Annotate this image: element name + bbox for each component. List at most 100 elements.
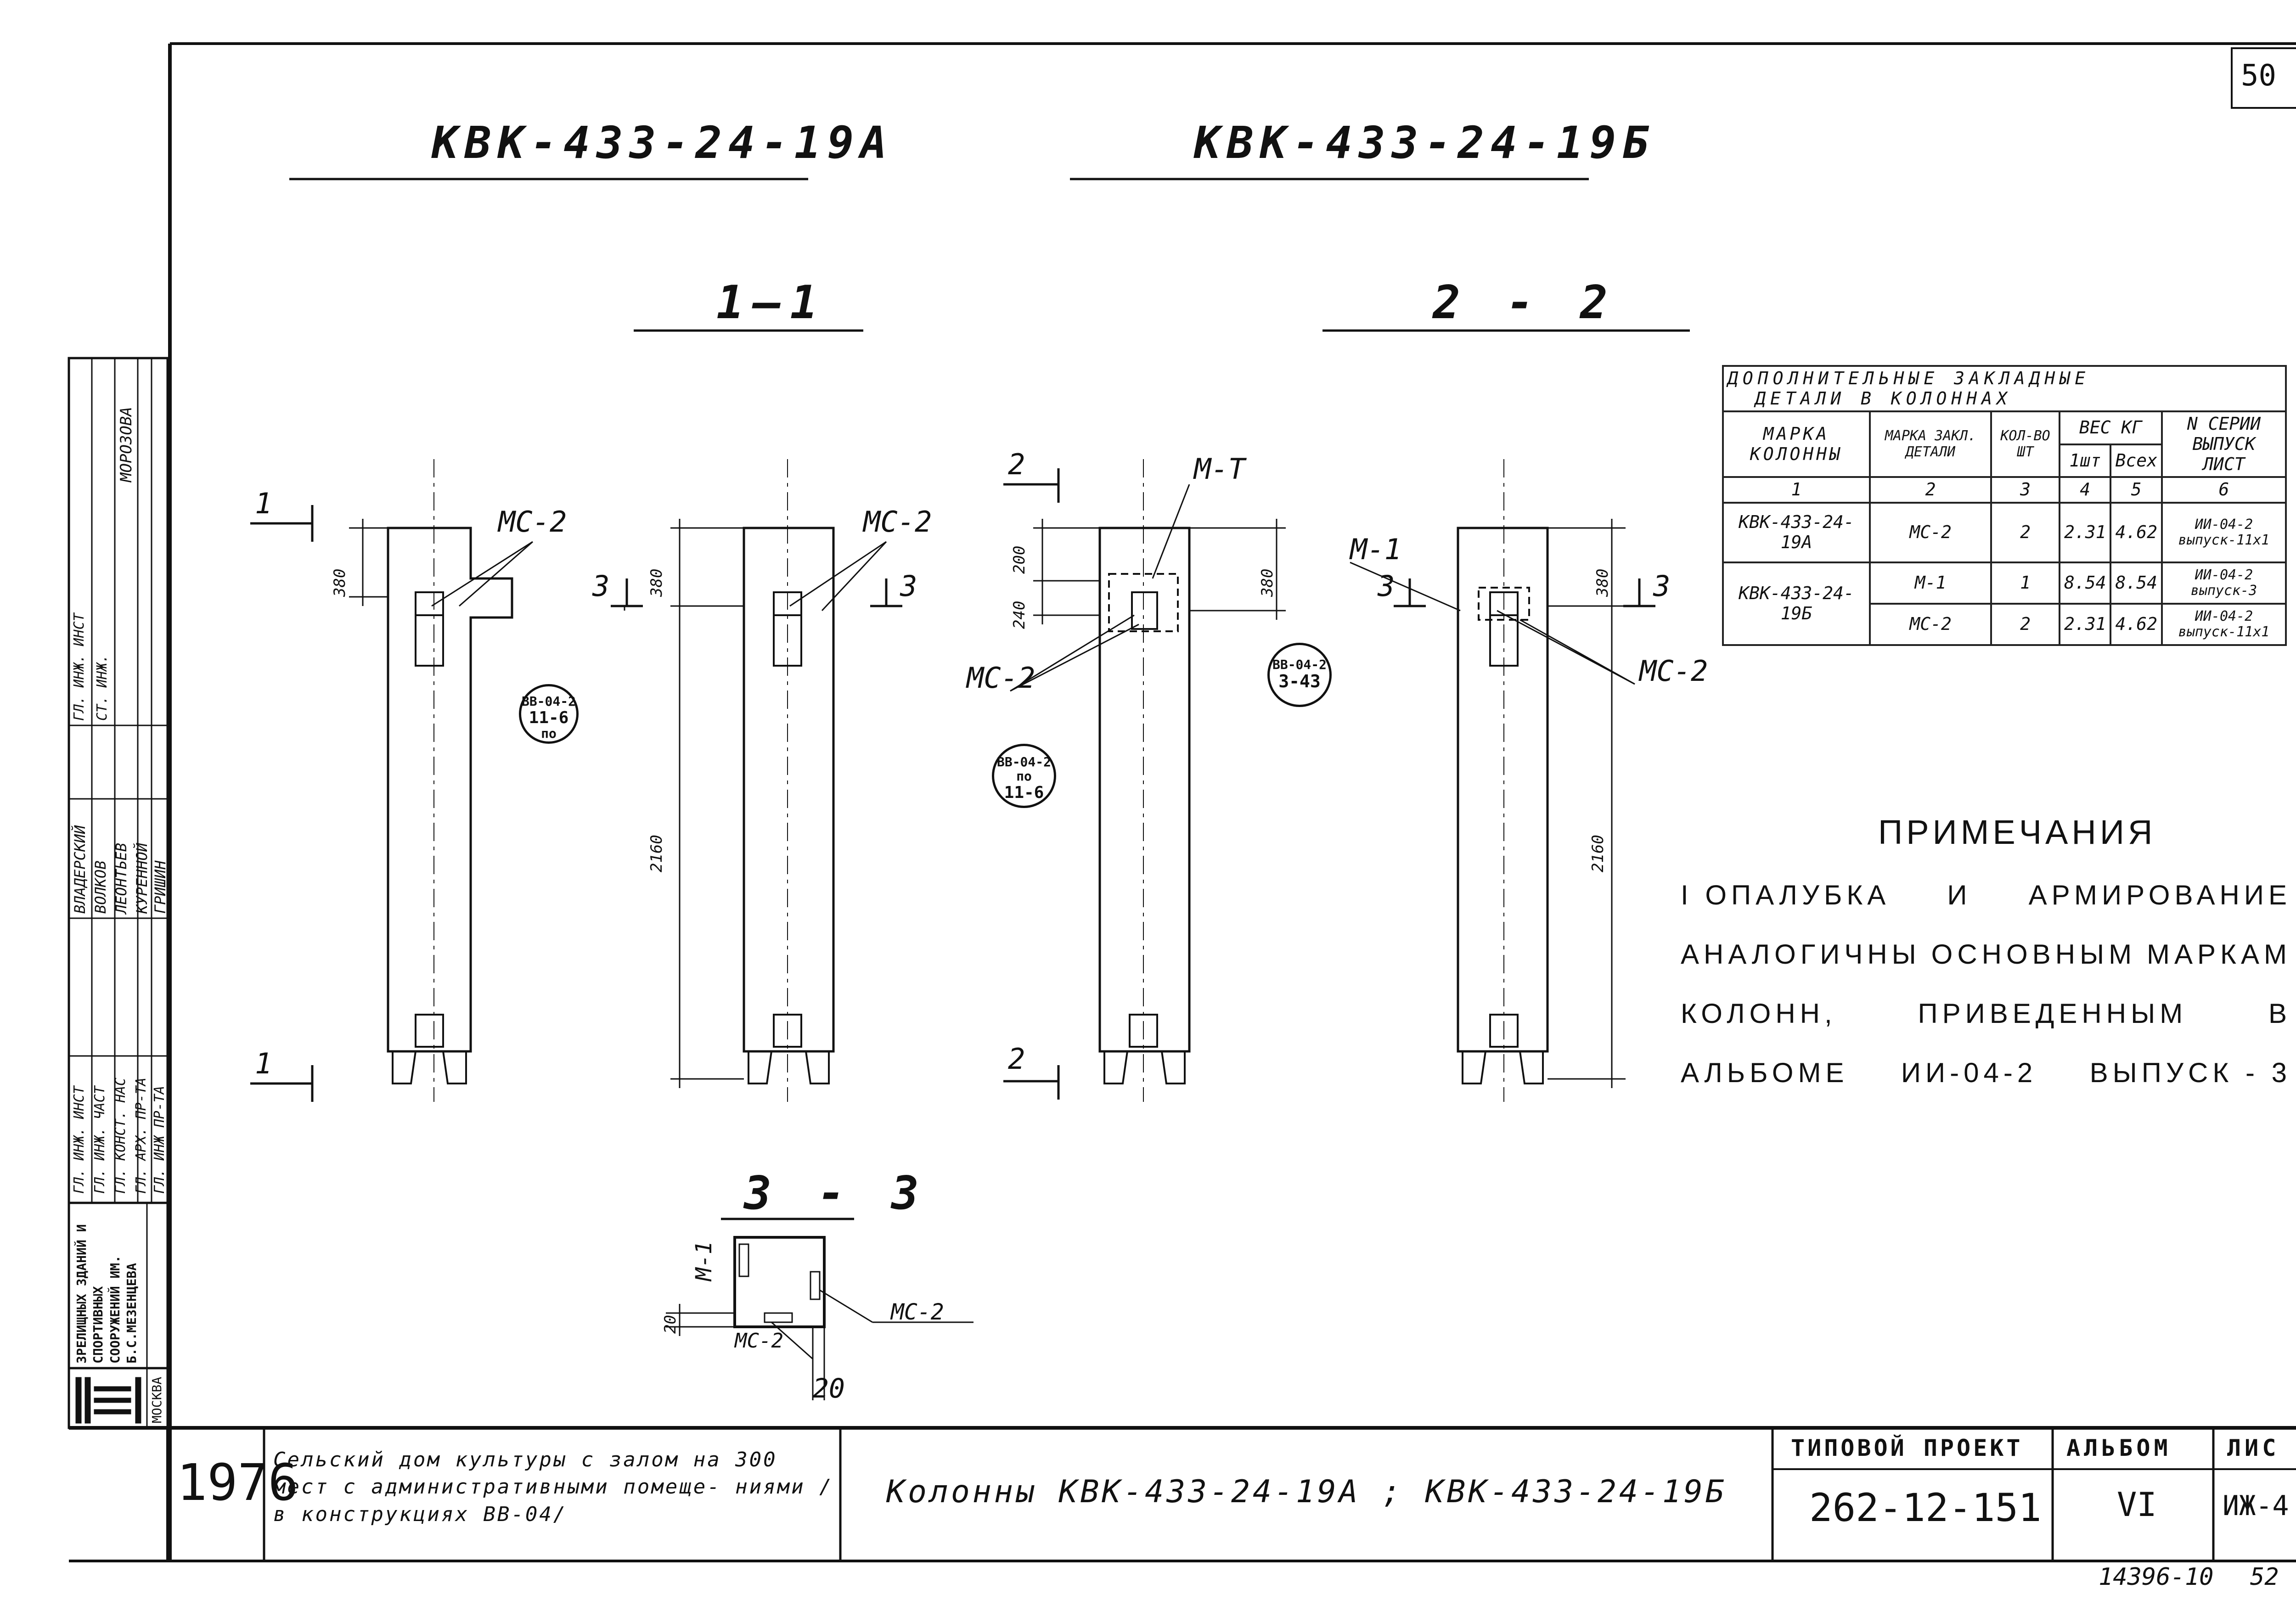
tb-sheet-num: 52 (2250, 1563, 2279, 1591)
tb-year: 1976 (177, 1453, 298, 1512)
tb-sheet-code: ИЖ-4 (2223, 1490, 2289, 1522)
notes-line-2-b: ОСНОВНЫМ (1931, 939, 2137, 970)
table-row-3-w1: 2.31 (2058, 603, 2112, 646)
th-part: МАРКА ЗАКЛ. ДЕТАЛИ (1868, 410, 1992, 478)
ref-stamp-2-mid: 11-6 (1004, 783, 1044, 802)
table-row-2-series: ИИ-04-2 выпуск-3 (2161, 561, 2287, 605)
col-num-5: 5 (2110, 476, 2163, 504)
title-right: КВК-433-24-19Б (1194, 117, 1656, 168)
side-city: МОСКВА (149, 1376, 164, 1423)
th-series: N СЕРИИ ВЫПУСК ЛИСТ (2161, 410, 2287, 478)
tb-sheet-label: ЛИС (2227, 1435, 2280, 1461)
table-row-3-series: ИИ-04-2 выпуск-11х1 (2161, 603, 2287, 646)
cut-3-c: 3 (1378, 569, 1395, 603)
side-role-1: ГЛ. ИНЖ. ИНСТ (71, 613, 87, 721)
cut-2-bottom: 2 (1008, 1042, 1025, 1076)
ref-stamp-2: ВВ-04-2 по 11-6 (992, 744, 1056, 808)
notes-line-2: АНАЛОГИЧНЫ ОСНОВНЫМ МАРКАМ (1681, 938, 2291, 970)
table-row-2-part: М-1 (1868, 561, 1992, 605)
label-mc2-section-right: МС-2 (891, 1299, 944, 1325)
cut-3-b: 3 (900, 569, 917, 603)
table-caption-line2: ДЕТАЛИ В КОЛОННАХ (1755, 388, 2012, 409)
label-mc2-col2: МС-2 (863, 505, 932, 539)
side-name-5: ГРИШИН (152, 860, 169, 914)
col-num-1: 1 (1722, 476, 1871, 504)
notes-line-1-a: I ОПАЛУБКА (1681, 880, 1891, 910)
cut-3-a: 3 (592, 569, 610, 603)
ref-stamp-1-top: ВВ-04-2 (521, 694, 576, 709)
notes-line-4-b: ИИ-04-2 (1901, 1057, 2037, 1088)
notes-line-1-c: АРМИРОВАНИЕ (2028, 880, 2291, 910)
side-role-a: ГЛ. ИНЖ. ИНСТ (71, 1086, 87, 1194)
side-extra-1: СТ. ИНЖ. (94, 654, 110, 721)
notes-heading: ПРИМЕЧАНИЯ (1878, 813, 2156, 851)
notes-line-2-c: МАРКАМ (2147, 939, 2291, 970)
table-row-1-wall: 4.62 (2110, 502, 2163, 564)
notes-line-1: I ОПАЛУБКА И АРМИРОВАНИЕ (1681, 879, 2291, 911)
tb-project-label: ТИПОВОЙ ПРОЕКТ (1791, 1435, 2023, 1461)
label-mt: М-Т (1194, 452, 1245, 486)
label-mc2-col1: МС-2 (498, 505, 567, 539)
notes-line-4-c: ВЫПУСК - 3 (2089, 1057, 2291, 1088)
notes-block: ПРИМЕЧАНИЯ I ОПАЛУБКА И АРМИРОВАНИЕ АНАЛ… (1681, 813, 2291, 1089)
side-name-4: КУРЕННОЙ (133, 842, 151, 914)
page-number: 50 (2241, 59, 2277, 93)
side-extra-2: МОРОЗОВА (117, 407, 135, 482)
th-1pc: 1шт (2058, 443, 2112, 478)
col-num-6: 6 (2161, 476, 2287, 504)
th-weight: ВЕС КГ (2058, 410, 2163, 445)
table-caption-line1: ДОПОЛНИТЕЛЬНЫЕ ЗАКЛАДНЫЕ (1728, 368, 2090, 388)
cut-2-top: 2 (1008, 448, 1025, 481)
th-qty: КОЛ-ВО ШТ (1990, 410, 2060, 478)
notes-line-4: АЛЬБОМЕ ИИ-04-2 ВЫПУСК - 3 (1681, 1057, 2291, 1089)
ref-stamp-3-top: ВВ-04-2 (1272, 657, 1327, 672)
ref-stamp-3-mid: 3-43 (1278, 671, 1321, 691)
dim-20-bottom: 20 (813, 1373, 845, 1404)
table-row-2-mark: КВК-433-24-19Б (1722, 561, 1871, 646)
table-row-1-mark: КВК-433-24-19А (1722, 502, 1871, 564)
section-3-3: 3 - 3 (744, 1166, 929, 1220)
cut-1-top: 1 (255, 487, 272, 520)
th-all: Всех (2110, 443, 2163, 478)
ref-stamp-2-top: ВВ-04-2 (996, 754, 1051, 769)
notes-line-3-b: ПРИВЕДЕННЫМ (1918, 998, 2188, 1029)
tb-album-number: VI (2117, 1485, 2157, 1524)
col-num-4: 4 (2058, 476, 2112, 504)
notes-line-3: КОЛОНН, ПРИВЕДЕННЫМ В (1681, 998, 2291, 1029)
label-mc2-col4: МС-2 (1639, 654, 1708, 688)
embedded-parts-table: ДОПОЛНИТЕЛЬНЫЕ ЗАКЛАДНЫЕ ДЕТАЛИ В КОЛОНН… (1722, 365, 2287, 646)
notes-line-1-b: И (1947, 880, 1972, 910)
side-role-d: ГЛ. АРХ. ПР-ТА (133, 1078, 149, 1194)
notes-line-3-a: КОЛОНН, (1681, 998, 1837, 1029)
ref-stamp-3: ВВ-04-2 3-43 (1267, 643, 1332, 707)
dim-380-col3: 380 (1258, 568, 1277, 597)
dim-2160-col4: 2160 (1589, 835, 1607, 872)
side-name-2: ВОЛКОВ (92, 860, 109, 914)
table-row-2-w1: 8.54 (2058, 561, 2112, 605)
table-caption: ДОПОЛНИТЕЛЬНЫЕ ЗАКЛАДНЫЕ ДЕТАЛИ В КОЛОНН… (1722, 365, 2287, 413)
tb-description: Сельский дом культуры с залом на 300 мес… (273, 1448, 833, 1526)
ref-stamp-1-bot: по (541, 726, 557, 741)
title-left: КВК-433-24-19А (432, 117, 894, 168)
table-row-2-qty: 1 (1990, 561, 2060, 605)
table-row-3-qty: 2 (1990, 603, 2060, 646)
notes-line-4-a: АЛЬБОМЕ (1681, 1057, 1849, 1088)
notes-line-3-c: В (2268, 998, 2291, 1029)
dim-240-col3: 240 (1010, 601, 1029, 629)
tb-project-number: 262-12-151 (1809, 1485, 2042, 1530)
side-role-e: ГЛ. ИНЖ ПР-ТА (152, 1086, 168, 1194)
side-role-c: ГЛ. КОНСТ. НАС (113, 1078, 129, 1194)
ref-stamp-1-mid: 11-6 (529, 708, 569, 727)
dim-380-col1: 380 (331, 568, 349, 597)
ref-stamp-1: ВВ-04-2 11-6 по (519, 684, 579, 744)
label-mc2-col3: МС-2 (967, 661, 1035, 695)
side-name-3: ЛЕОНТЬЕВ (113, 842, 130, 914)
label-m1-section: М-1 (691, 1241, 717, 1281)
label-m1-col4: М-1 (1350, 533, 1401, 566)
tb-drawing-title: Колонны КВК-433-24-19А ; КВК-433-24-19Б (886, 1474, 1727, 1510)
th-mark: МАРКА КОЛОННЫ (1722, 410, 1871, 478)
table-row-3-part: МС-2 (1868, 603, 1992, 646)
table-row-1-part: МС-2 (1868, 502, 1992, 564)
table-row-1-w1: 2.31 (2058, 502, 2112, 564)
cut-3-d: 3 (1653, 569, 1671, 603)
